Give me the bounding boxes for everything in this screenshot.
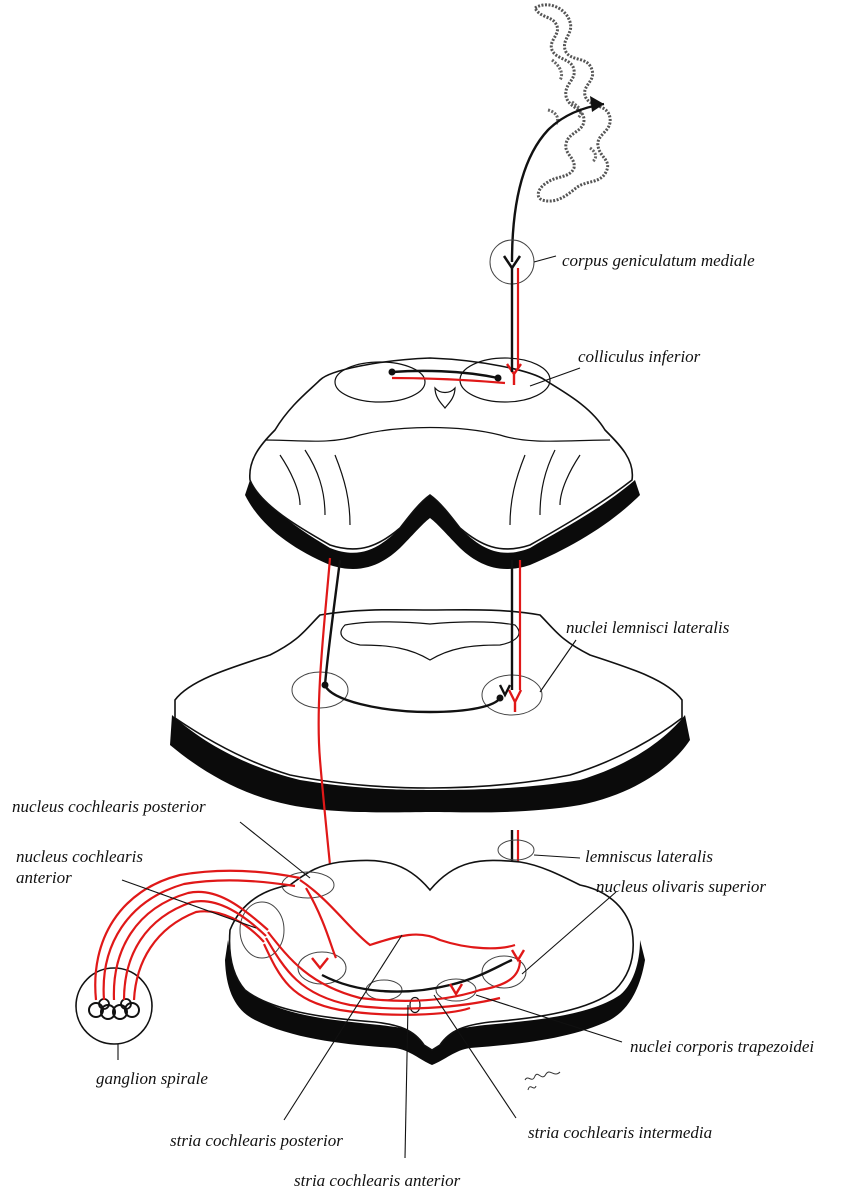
label-colliculus-inferior: colliculus inferior	[578, 347, 701, 366]
medulla-section	[225, 840, 645, 1065]
label-nucleus-cochlearis-anterior-line2: anterior	[16, 868, 72, 887]
label-stria-cochlearis-anterior: stria cochlearis anterior	[294, 1171, 461, 1190]
label-stria-cochlearis-posterior: stria cochlearis posterior	[170, 1131, 343, 1150]
label-corpus-geniculatum-mediale: corpus geniculatum mediale	[562, 251, 755, 270]
label-nucleus-cochlearis-posterior: nucleus cochlearis posterior	[12, 797, 206, 816]
label-lemniscus-lateralis: lemniscus lateralis	[585, 847, 713, 866]
colliculus-left-dot-icon	[389, 369, 396, 376]
label-nucleus-olivaris-superior: nucleus olivaris superior	[596, 877, 766, 896]
label-nuclei-corporis-trapezoidei: nuclei corporis trapezoidei	[630, 1037, 814, 1056]
label-nuclei-lemnisci-lateralis: nuclei lemnisci lateralis	[566, 618, 730, 637]
artist-signature	[525, 1072, 560, 1090]
colliculus-right-dot-icon	[495, 375, 502, 382]
midbrain-section	[245, 358, 640, 569]
label-nucleus-cochlearis-anterior-line1: nucleus cochlearis	[16, 847, 143, 866]
lemniscus-right-dot-icon	[497, 695, 504, 702]
label-ganglion-spirale: ganglion spirale	[96, 1069, 208, 1088]
label-stria-cochlearis-intermedia: stria cochlearis intermedia	[528, 1123, 712, 1142]
